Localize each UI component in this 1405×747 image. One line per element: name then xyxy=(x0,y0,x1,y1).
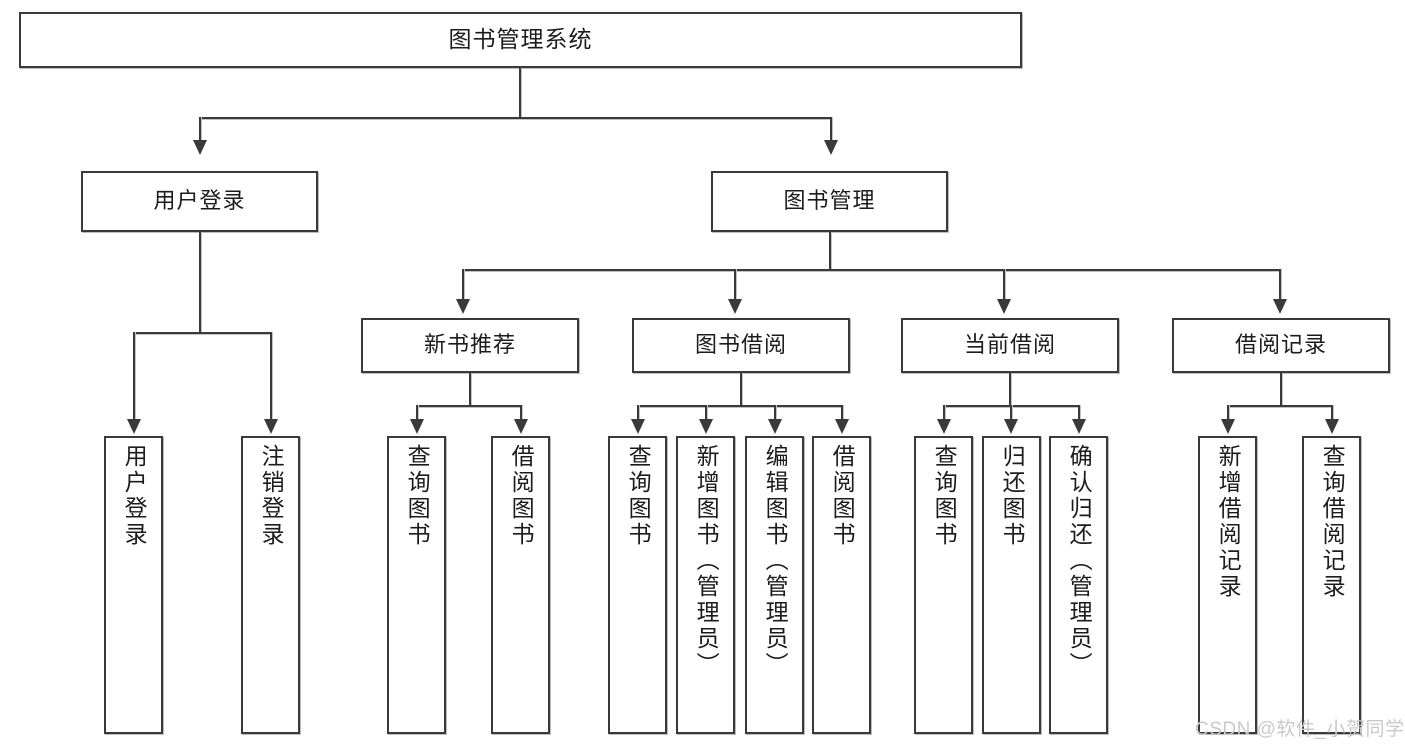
arrowhead-user-login-to-leaf-1 xyxy=(127,419,141,434)
node-label: 用户登录 xyxy=(121,444,148,548)
node-label: 图书管理系统 xyxy=(448,26,593,53)
node-label: 借阅记录 xyxy=(1234,332,1327,358)
connector-root-bus xyxy=(199,117,832,119)
connector-user-login-to-leaf-2 xyxy=(270,332,272,420)
node-label: 当前借阅 xyxy=(963,332,1056,358)
node-label: 借阅图书 xyxy=(508,444,535,548)
arrowhead-bb-to-leaf-1 xyxy=(631,419,645,434)
leaf-book-borrow-4[interactable]: 借阅图书 xyxy=(812,436,871,734)
node-label: 图书管理 xyxy=(783,188,876,214)
leaf-current-borrow-2[interactable]: 归还图书 xyxy=(982,436,1041,734)
leaf-new-book-1[interactable]: 查询图书 xyxy=(387,436,446,734)
connector-nb-to-leaf-2 xyxy=(520,405,522,420)
node-label: 编辑图书（管理员） xyxy=(762,444,789,678)
arrowhead-user-login-to-leaf-2 xyxy=(264,419,278,434)
node-label: 图书借阅 xyxy=(694,332,787,358)
leaf-book-borrow-1[interactable]: 查询图书 xyxy=(608,436,667,734)
connector-cb-to-leaf-3 xyxy=(1078,405,1080,420)
connector-borrow-record-stem xyxy=(1280,373,1282,406)
arrowhead-bm-to-book-borrow xyxy=(728,299,742,314)
arrowhead-bm-to-current-borrow xyxy=(997,299,1011,314)
connector-bm-to-new-book xyxy=(462,269,464,300)
arrowhead-root-to-book-management xyxy=(824,140,838,155)
leaf-borrow-record-2[interactable]: 查询借阅记录 xyxy=(1302,436,1361,734)
node-book-management[interactable]: 图书管理 xyxy=(711,171,948,232)
node-label: 新书推荐 xyxy=(423,332,516,358)
arrowhead-bb-to-leaf-4 xyxy=(835,419,849,434)
connector-book-management-stem xyxy=(829,232,831,270)
leaf-borrow-record-1[interactable]: 新增借阅记录 xyxy=(1198,436,1257,734)
connector-book-borrow-stem xyxy=(740,373,742,406)
connector-root-to-user-login xyxy=(199,117,201,143)
node-borrow-record[interactable]: 借阅记录 xyxy=(1172,318,1390,373)
arrowhead-bm-to-new-book xyxy=(456,299,470,314)
node-label: 注销登录 xyxy=(258,444,285,548)
connector-new-book-stem xyxy=(469,373,471,406)
node-book-borrow[interactable]: 图书借阅 xyxy=(632,318,850,373)
node-label: 用户登录 xyxy=(153,188,246,214)
leaf-new-book-2[interactable]: 借阅图书 xyxy=(491,436,550,734)
arrowhead-bm-to-borrow-record xyxy=(1273,299,1287,314)
node-label: 查询借阅记录 xyxy=(1319,444,1346,600)
arrowhead-nb-to-leaf-2 xyxy=(514,419,528,434)
connector-current-borrow-stem xyxy=(1009,373,1011,406)
leaf-user-login-1[interactable]: 用户登录 xyxy=(104,436,163,734)
connector-root-to-book-management xyxy=(830,117,832,143)
arrowhead-root-to-user-login xyxy=(193,140,207,155)
arrowhead-cb-to-leaf-2 xyxy=(1004,419,1018,434)
node-label: 查询图书 xyxy=(404,444,431,548)
connector-br-to-leaf-1 xyxy=(1227,405,1229,420)
arrowhead-br-to-leaf-1 xyxy=(1221,419,1235,434)
connector-bm-to-book-borrow xyxy=(734,269,736,300)
node-label: 新增图书（管理员） xyxy=(693,444,720,678)
node-label: 归还图书 xyxy=(999,444,1026,548)
leaf-current-borrow-3[interactable]: 确认归还（管理员） xyxy=(1049,436,1108,734)
connector-book-borrow-bus xyxy=(637,405,843,407)
arrowhead-cb-to-leaf-1 xyxy=(937,419,951,434)
connector-bm-to-borrow-record xyxy=(1279,269,1281,300)
node-label: 查询图书 xyxy=(625,444,652,548)
node-root-book-management-system[interactable]: 图书管理系统 xyxy=(19,12,1022,68)
connector-user-login-bus xyxy=(133,332,272,334)
node-label: 借阅图书 xyxy=(829,444,856,548)
arrowhead-cb-to-leaf-3 xyxy=(1072,419,1086,434)
connector-borrow-record-bus xyxy=(1227,405,1333,407)
arrowhead-bb-to-leaf-3 xyxy=(768,419,782,434)
node-label: 查询图书 xyxy=(931,444,958,548)
leaf-user-login-2[interactable]: 注销登录 xyxy=(241,436,300,734)
arrowhead-br-to-leaf-2 xyxy=(1325,419,1339,434)
connector-bb-to-leaf-1 xyxy=(637,405,639,420)
node-current-borrow[interactable]: 当前借阅 xyxy=(901,318,1119,373)
connector-root-stem xyxy=(519,68,521,118)
leaf-book-borrow-3[interactable]: 编辑图书（管理员） xyxy=(745,436,804,734)
arrowhead-nb-to-leaf-1 xyxy=(410,419,424,434)
node-user-login[interactable]: 用户登录 xyxy=(81,171,318,232)
leaf-book-borrow-2[interactable]: 新增图书（管理员） xyxy=(676,436,735,734)
connector-br-to-leaf-2 xyxy=(1331,405,1333,420)
connector-nb-to-leaf-1 xyxy=(416,405,418,420)
node-new-book-recommend[interactable]: 新书推荐 xyxy=(361,318,579,373)
connector-cb-to-leaf-1 xyxy=(943,405,945,420)
node-label: 新增借阅记录 xyxy=(1215,444,1242,600)
connector-bb-to-leaf-2 xyxy=(705,405,707,420)
connector-user-login-stem xyxy=(199,232,201,333)
node-label: 确认归还（管理员） xyxy=(1066,444,1093,678)
connector-user-login-to-leaf-1 xyxy=(133,332,135,420)
leaf-current-borrow-1[interactable]: 查询图书 xyxy=(914,436,973,734)
connector-bm-to-current-borrow xyxy=(1003,269,1005,300)
connector-bb-to-leaf-3 xyxy=(774,405,776,420)
connector-book-management-bus xyxy=(462,269,1281,271)
connector-cb-to-leaf-2 xyxy=(1010,405,1012,420)
connector-bb-to-leaf-4 xyxy=(841,405,843,420)
connector-new-book-bus xyxy=(416,405,522,407)
arrowhead-bb-to-leaf-2 xyxy=(699,419,713,434)
